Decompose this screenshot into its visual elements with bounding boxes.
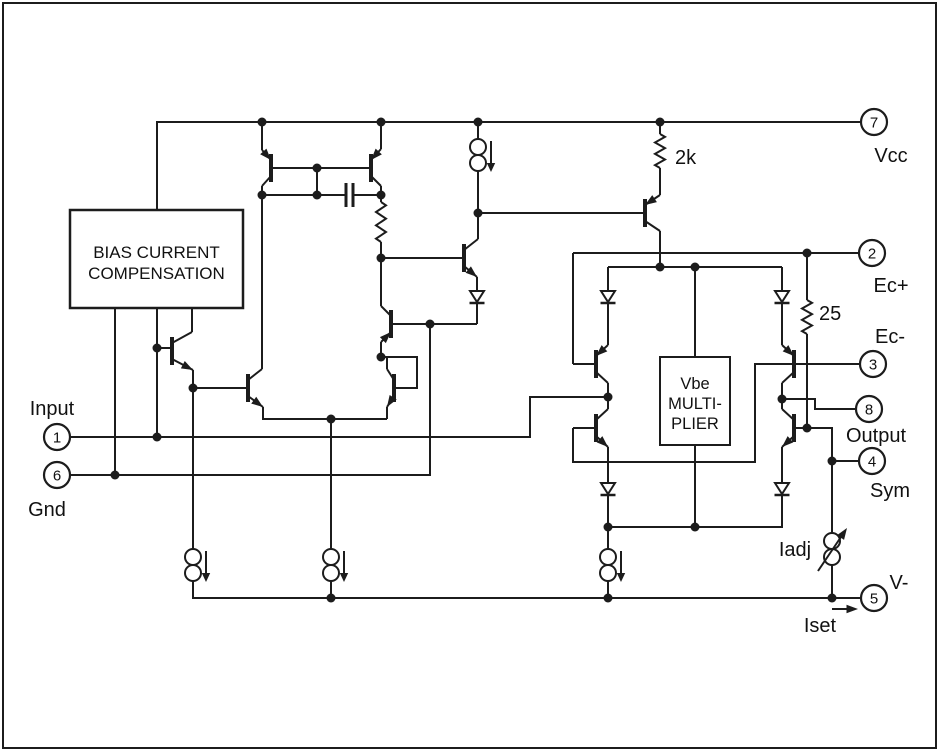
- npn-transistor: [170, 331, 194, 371]
- pin-label: Input: [30, 398, 75, 420]
- circuit-wires: [70, 121, 861, 599]
- pin-number: 1: [53, 430, 61, 447]
- pnp-transistor: [260, 148, 273, 187]
- pin-circle: [859, 107, 889, 137]
- pin-number: 5: [870, 591, 878, 608]
- pin-circle: [857, 238, 887, 268]
- pin-circle: [858, 349, 888, 379]
- block-title: Vbe: [680, 375, 709, 393]
- pin-number: 7: [870, 115, 878, 132]
- pnp-transistor: [781, 344, 796, 384]
- pnp-transistor: [594, 344, 609, 384]
- resistor: [374, 201, 388, 243]
- npn-transistor: [246, 368, 264, 408]
- npn-transistor: [386, 368, 397, 408]
- pin-label: Output: [846, 425, 906, 447]
- pin-label: Vcc: [874, 145, 907, 167]
- current-source-icon: [184, 548, 211, 582]
- pin-circle: [42, 460, 72, 490]
- pin-circle: [857, 446, 887, 476]
- pin-circle: [854, 394, 884, 424]
- pin-label: V-: [890, 572, 909, 594]
- pin-label: Gnd: [28, 499, 66, 521]
- pin-terminal: 2Ec+: [857, 238, 909, 297]
- pin-number: 8: [865, 402, 873, 419]
- npn-transistor: [781, 408, 796, 448]
- pin-terminal: 5 V-: [859, 572, 909, 613]
- diode: [599, 482, 617, 497]
- block-title: MULTI-: [668, 395, 722, 413]
- adjustable-current-source-icon: [817, 528, 847, 572]
- bias-current-compensation-block: BIAS CURRENT COMPENSATION: [68, 208, 245, 310]
- pin-terminal: 3 Ec-: [858, 326, 905, 379]
- npn-transistor: [594, 408, 609, 448]
- block-title: COMPENSATION: [88, 264, 225, 283]
- pin-circle: [859, 583, 889, 613]
- current-source-icon: [322, 548, 349, 582]
- iset-arrow-icon: [846, 604, 858, 614]
- current-source-icon: [469, 138, 496, 172]
- pin-label: Ec-: [875, 326, 905, 348]
- resistor: 25: [799, 299, 841, 335]
- pin-number: 6: [53, 468, 61, 485]
- pnp-transistor: [643, 194, 661, 232]
- pin-circle: [42, 422, 72, 452]
- pnp-transistor: [369, 148, 382, 187]
- pin-number: 4: [868, 454, 876, 471]
- pnp-transistor: [379, 305, 393, 344]
- diode: [599, 290, 617, 305]
- current-source-icon: [599, 548, 626, 582]
- diode: [773, 290, 791, 305]
- resistor-value: 2k: [675, 147, 697, 169]
- pin-number: 2: [868, 246, 876, 263]
- diode: [468, 290, 486, 305]
- pin-terminal: 1 Input: [30, 398, 75, 452]
- junction-dots: [110, 117, 837, 603]
- iadj-label: Iadj: [779, 539, 811, 561]
- block-title: BIAS CURRENT: [93, 243, 220, 262]
- diode: [773, 482, 791, 497]
- pin-label: Sym: [870, 480, 910, 502]
- resistor-value: 25: [819, 303, 841, 325]
- pin-number: 3: [869, 357, 877, 374]
- npn-transistor: [462, 238, 479, 278]
- iset-label: Iset: [804, 615, 837, 637]
- block-title: PLIER: [671, 415, 719, 433]
- resistor: 2k: [652, 133, 697, 169]
- compensation-capacitor: [344, 183, 355, 207]
- pin-label: Ec+: [873, 275, 908, 297]
